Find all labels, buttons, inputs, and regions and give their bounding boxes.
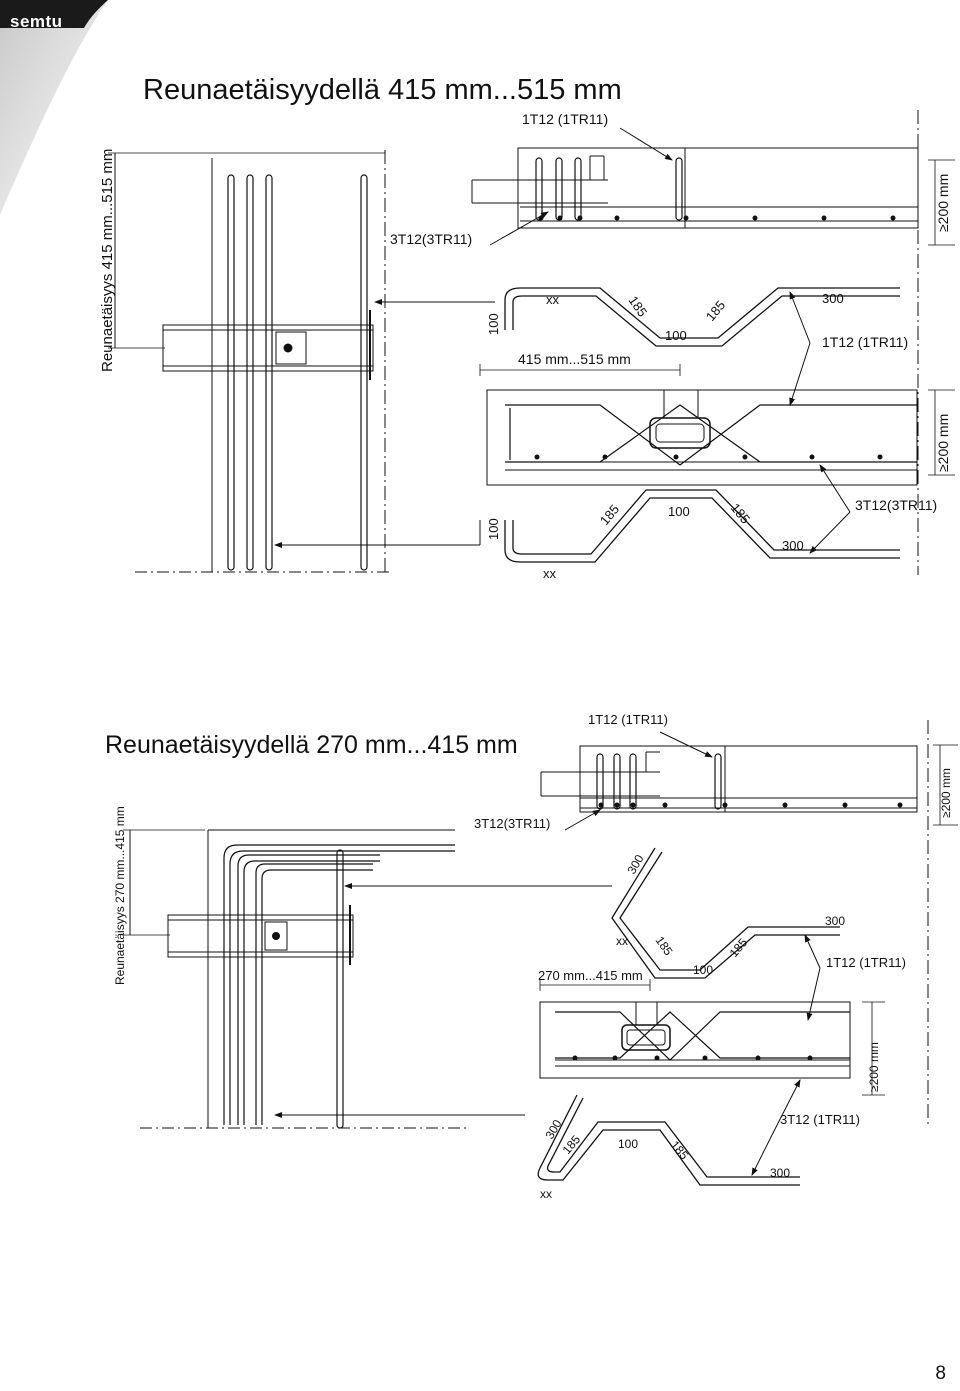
section-2-bent-top-xx: xx (616, 934, 628, 948)
section-1-right-dim-2: ≥200 mm (935, 414, 951, 472)
section-1-diagram (108, 110, 955, 575)
section-2-bent-top-d1: 185 (653, 934, 676, 959)
section-1-range-label: 415 mm...515 mm (518, 351, 631, 367)
section-2-bent-top-rise: 300 (624, 852, 646, 877)
section-1-bent-top-label: 1T12 (1TR11) (822, 334, 908, 350)
section-1-bent-bottom-end: 300 (782, 538, 804, 553)
logo-swoosh-icon (0, 0, 108, 215)
section-1-bent-bottom-d2: 185 (728, 500, 753, 526)
section-2-right-dim: ≥200 mm (939, 768, 953, 818)
section-2-left-bar-label: 3T12(3TR11) (474, 816, 550, 831)
section-1-title: Reunaetäisyydellä 415 mm...515 mm (143, 74, 622, 106)
section-1-bent-top-mid: 100 (665, 328, 687, 343)
section-2-diagram (123, 720, 958, 1186)
section-1-bent-top-d1: 185 (626, 293, 651, 319)
section-1-bent-top-h: 100 (486, 313, 501, 335)
section-1-left-bar-label: 3T12(3TR11) (390, 231, 472, 247)
brand-logo: semtu (0, 0, 115, 215)
section-2-range-label: 270 mm...415 mm (538, 968, 643, 983)
section-1-bent-top-xx: xx (546, 292, 560, 307)
section-2-bent-top-mid: 100 (693, 963, 713, 977)
section-2-right-dim-2: ≥200 mm (867, 1042, 881, 1092)
section-1-bent-bottom-h: 100 (486, 518, 501, 540)
section-2-side-label: Reunaetäisyys 270 mm...415 mm (113, 806, 127, 985)
section-2-bent-top-end: 300 (825, 914, 845, 928)
section-1-bent-bottom-d1: 185 (597, 502, 622, 528)
section-2-bent-bottom-d2: 185 (668, 1138, 692, 1163)
brand-name: semtu (10, 12, 63, 31)
section-1-bent-top-d2: 185 (703, 298, 728, 324)
section-1-right-dim: ≥200 mm (935, 174, 951, 232)
section-2-bent-top-label: 1T12 (1TR11) (826, 955, 906, 970)
section-1-bent-bottom-xx: xx (543, 566, 557, 581)
section-2-bent-bottom-rise: 300 (542, 1117, 564, 1142)
section-2-bent-bottom-xx: xx (540, 1187, 552, 1201)
section-1-top-bar-label: 1T12 (1TR11) (522, 111, 608, 127)
section-1-bent-bottom-label: 3T12(3TR11) (855, 497, 937, 513)
page-number: 8 (935, 1363, 946, 1384)
section-2-title: Reunaetäisyydellä 270 mm...415 mm (105, 731, 518, 759)
section-2-bent-bottom-label: 3T12 (1TR11) (780, 1112, 860, 1127)
section-2-top-bar-label: 1T12 (1TR11) (588, 712, 668, 727)
section-2-bent-bottom-mid: 100 (618, 1137, 638, 1151)
section-1-bent-top-end: 300 (822, 291, 844, 306)
section-1-side-label: Reunaetäisyys 415 mm...515 mm (99, 149, 116, 372)
section-2-bent-bottom-end: 300 (770, 1166, 790, 1180)
section-1-bent-bottom-mid: 100 (668, 504, 690, 519)
